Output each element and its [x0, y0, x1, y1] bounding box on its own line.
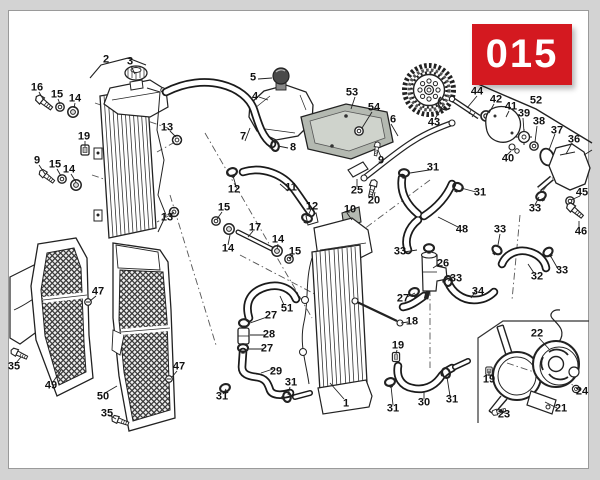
- water-pump-group: [437, 83, 593, 221]
- radiator-cap: [124, 65, 148, 91]
- thermostat: [420, 251, 448, 300]
- radiator-guard-left: [9, 237, 94, 397]
- sheet-number-badge: 015: [472, 24, 572, 85]
- leader-lines: [15, 65, 581, 420]
- chain-sprocket: [402, 63, 456, 117]
- rod-52: [477, 83, 593, 144]
- diagram-sheet: [8, 10, 589, 469]
- right-radiator: [299, 206, 404, 415]
- support-bracket: [347, 119, 456, 199]
- radiator-guard-right: [111, 242, 176, 432]
- fan-assembly: [477, 309, 589, 423]
- assembly-bracket-2: [89, 57, 147, 79]
- expansion-tank: [248, 67, 314, 148]
- left-radiator: [93, 79, 169, 239]
- hoses: [161, 78, 551, 400]
- tank-cover: [300, 103, 394, 160]
